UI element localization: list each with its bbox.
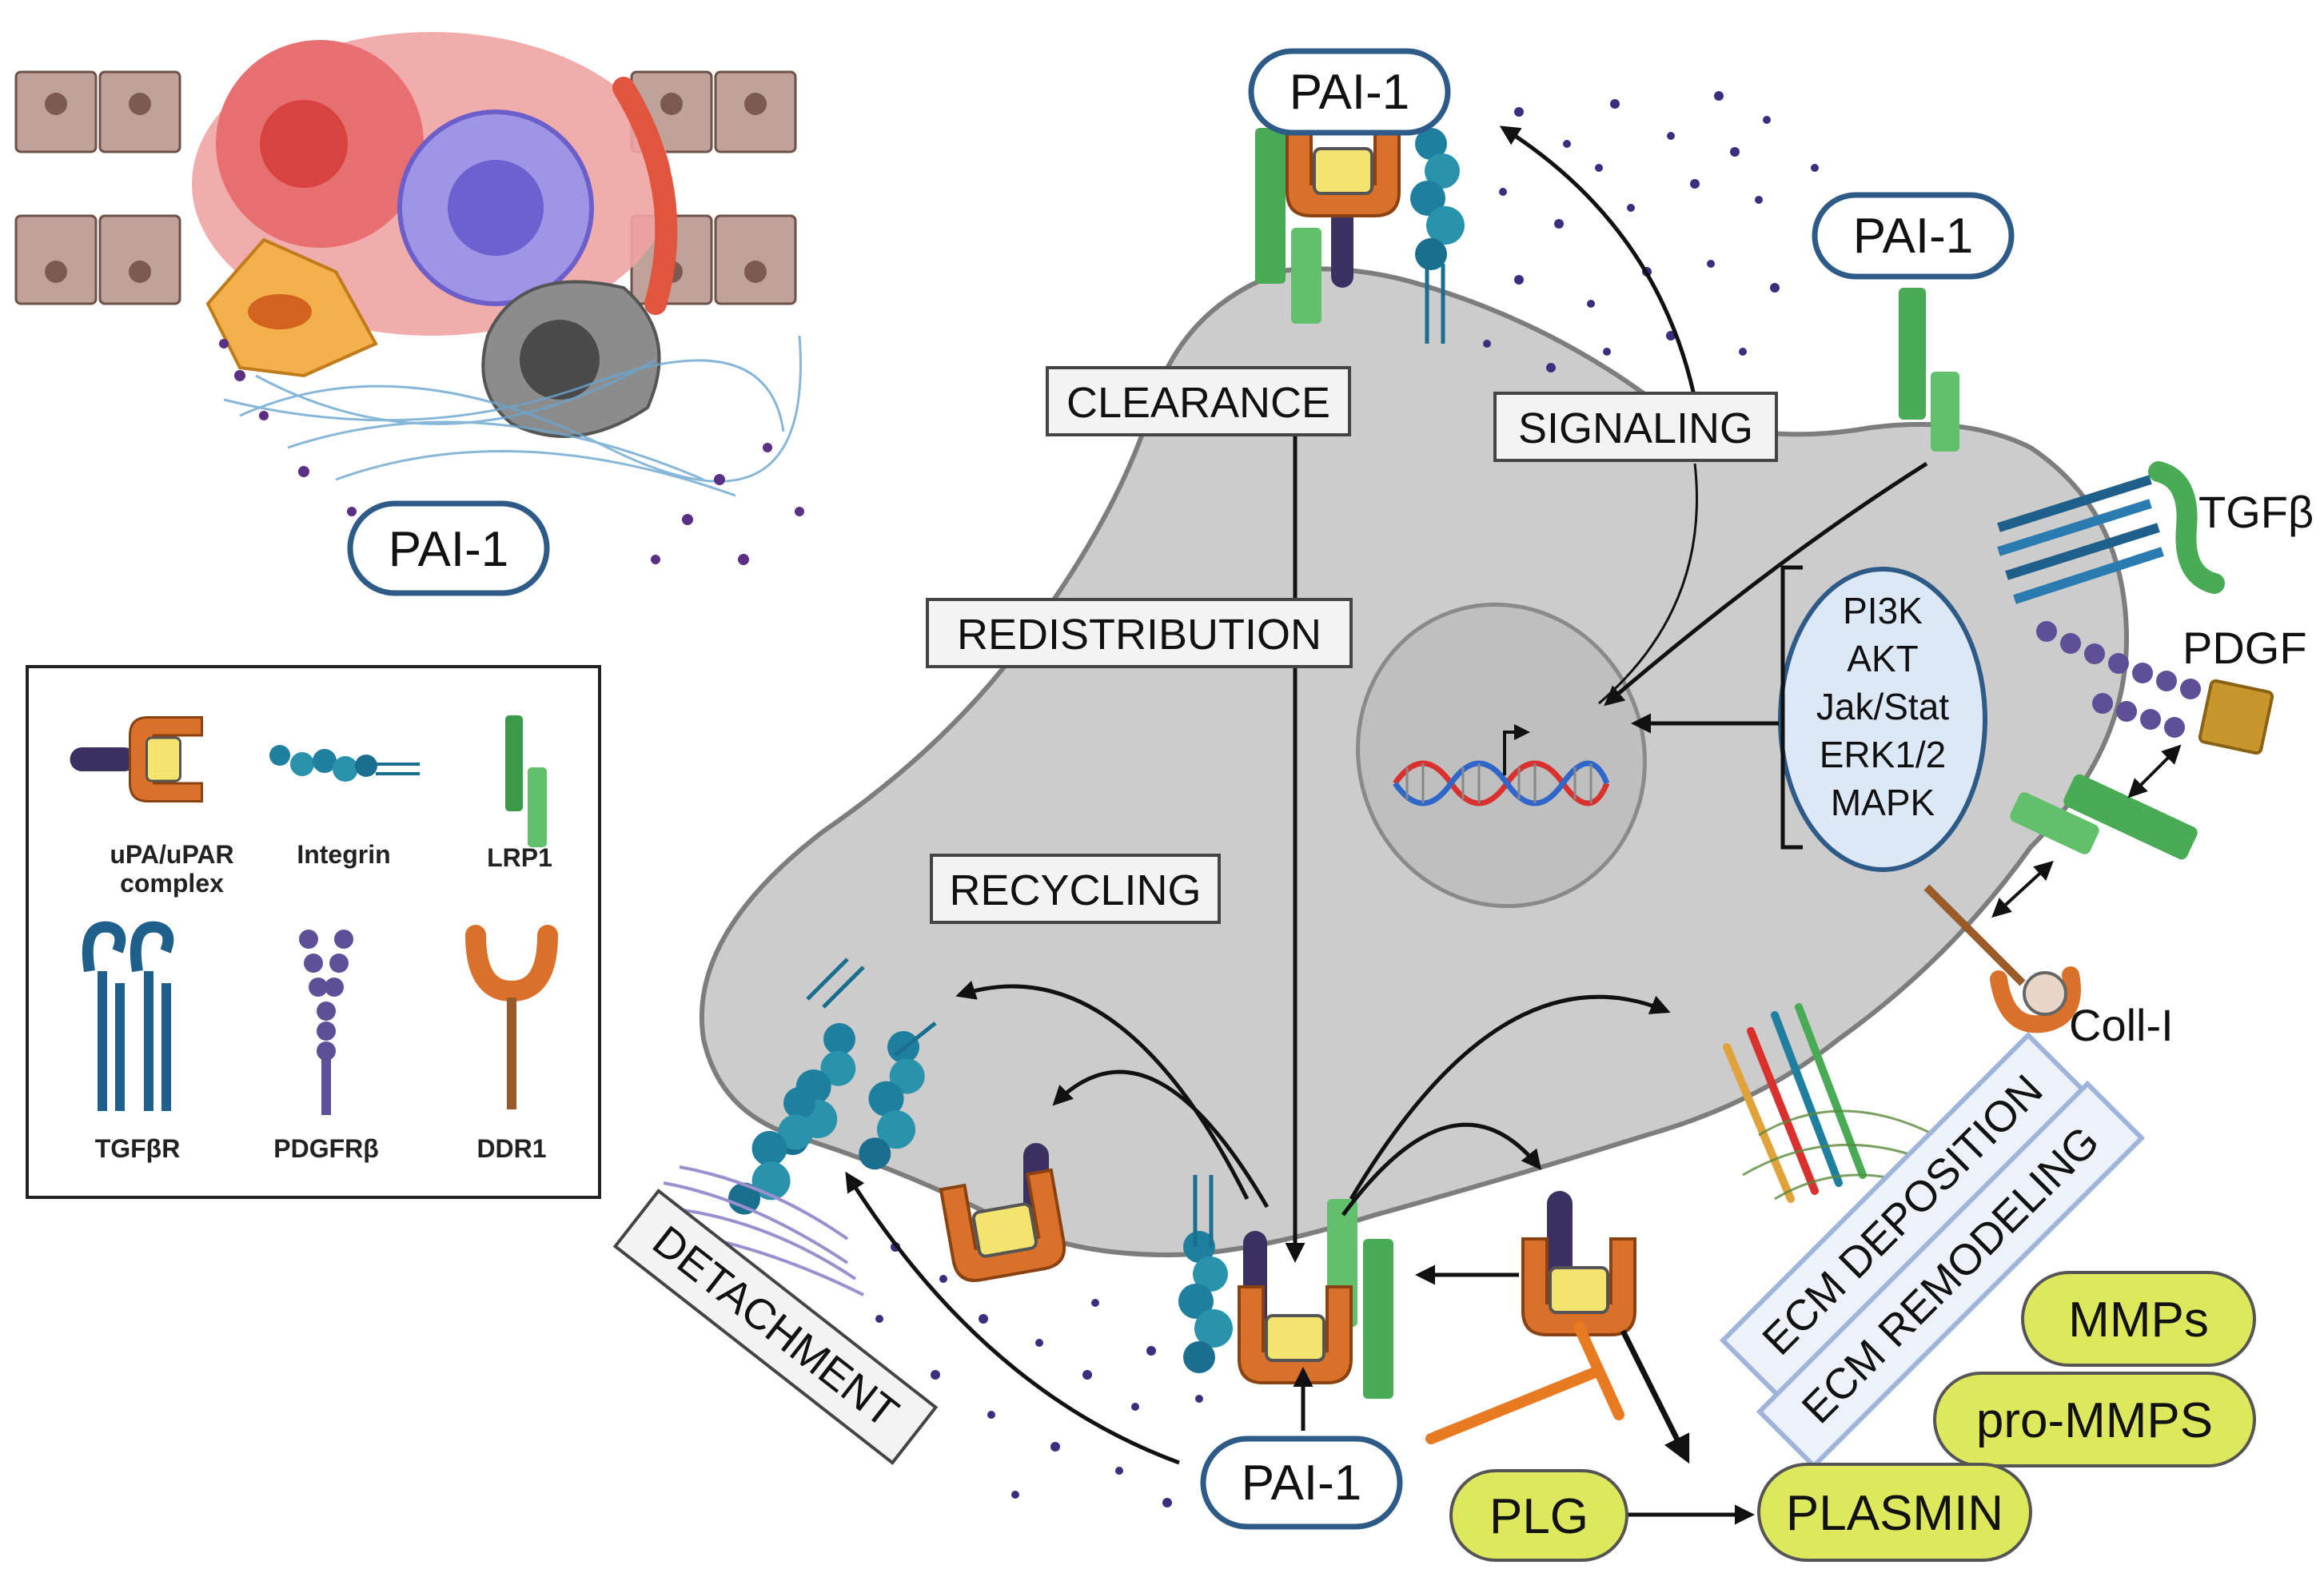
process-recycling: RECYCLING: [930, 854, 1221, 924]
pdgf-ligand: PDGF: [2182, 623, 2307, 755]
signaling-to-nucleus-line: [1598, 463, 1698, 705]
ddr1-receptor: Coll-I: [1923, 884, 2174, 1050]
tgfb-label: TGFβ: [2198, 487, 2314, 537]
pdgf-lrp1-double-arrow: [2127, 744, 2182, 798]
legend-lrp1-label: LRP1: [487, 843, 552, 872]
pill-plasmin: PLASMIN: [1757, 1463, 2032, 1562]
redistribution-label: REDISTRIBUTION: [957, 611, 1321, 659]
lrp1-to-nucleus-arrow: [1604, 461, 1928, 707]
pai1-right: PAI-1: [1812, 192, 2015, 280]
mmps-label: MMPs: [2068, 1292, 2209, 1348]
pathway-item: AKT: [1847, 638, 1918, 679]
legend: uPA/uPAR complex Integrin LRP1 TGF: [26, 665, 601, 1199]
pai1-tissue: PAI-1: [347, 500, 550, 596]
pai1-top: PAI-1: [1248, 48, 1451, 136]
plasmin-label: PLASMIN: [1786, 1486, 2003, 1541]
pai1-bottom-label: PAI-1: [1242, 1456, 1361, 1511]
recycling-label: RECYCLING: [949, 866, 1201, 914]
legend-integrin-label: Integrin: [297, 840, 390, 869]
tissue-illustration: [14, 32, 804, 565]
bottom-receptor-cluster: [1178, 1175, 1393, 1399]
pai1-bottom: PAI-1: [1200, 1436, 1403, 1530]
left-integrins: [718, 958, 940, 1229]
pai1-right-label: PAI-1: [1853, 209, 1973, 264]
legend-upa-label1: uPA/uPAR: [110, 840, 233, 869]
plg-label: PLG: [1489, 1489, 1589, 1544]
dna-icon: [1393, 724, 1610, 806]
arrows: [845, 125, 1928, 1525]
detachment-arrow: [845, 1171, 1180, 1465]
upa-complex-right: [1521, 1191, 1636, 1336]
process-clearance: CLEARANCE: [1046, 366, 1351, 436]
signaling-pathways: PI3K AKT Jak/Stat ERK1/2 MAPK: [1778, 565, 1987, 872]
legend-upa-label2: complex: [120, 869, 224, 898]
pai1-top-label: PAI-1: [1290, 65, 1409, 120]
top-receptor-cluster: [1255, 118, 1465, 344]
legend-ddr1-label: DDR1: [476, 1134, 546, 1163]
lrp1-right: [1899, 288, 1959, 452]
recycling-arrow-inner-right: [1341, 1122, 1542, 1217]
recycling-arrow-outer-right: [1349, 994, 1671, 1201]
pdgfr-receptor: [2036, 621, 2201, 738]
legend-ddr1-icon: [465, 925, 558, 1109]
lrp1-ddr1-double-arrow: [1991, 860, 2054, 918]
pai1-dots: [875, 91, 1819, 1523]
pathway-item: MAPK: [1831, 782, 1935, 823]
pai1-tissue-label: PAI-1: [389, 522, 508, 577]
pathway-item: PI3K: [1843, 590, 1923, 631]
legend-upa-icon: [70, 716, 203, 802]
clearance-label: CLEARANCE: [1066, 379, 1330, 427]
inhibition-symbol: [1425, 1321, 1624, 1444]
pill-pro-mmps: pro-MMPS: [1933, 1372, 2256, 1468]
pill-mmps: MMPs: [2021, 1271, 2256, 1367]
legend-tgfbr-label: TGFβR: [95, 1134, 181, 1163]
pathway-item: Jak/Stat: [1816, 686, 1949, 727]
legend-tgfbr-icon: [82, 921, 174, 1111]
pro-mmps-label: pro-MMPS: [1976, 1393, 2213, 1448]
pdgf-label: PDGF: [2182, 623, 2307, 673]
legend-integrin-icon: [269, 745, 420, 782]
process-redistribution: REDISTRIBUTION: [926, 598, 1353, 668]
nucleus: [1356, 602, 1647, 909]
tgfbr-receptor: [1997, 475, 2164, 604]
coll1-label: Coll-I: [2069, 1000, 2174, 1050]
process-signaling: SIGNALING: [1493, 392, 1778, 462]
recycling-arrow-inner-left: [1052, 1069, 1270, 1209]
ecm-fibers: [1723, 1003, 1951, 1203]
recycling-arrow-outer-left: [955, 980, 1250, 1201]
detachment-label: DETACHMENT: [644, 1217, 907, 1437]
lrp1-side: [2010, 774, 2198, 860]
tgfb-ligand: TGFβ: [2148, 461, 2314, 594]
signaling-label: SIGNALING: [1518, 404, 1753, 452]
legend-lrp1-icon: [505, 715, 547, 847]
pathway-item: ERK1/2: [1820, 734, 1947, 775]
legend-pdgfrb-icon: [299, 930, 353, 1115]
pill-plg: PLG: [1449, 1469, 1628, 1562]
legend-pdgfrb-label: PDGFRβ: [273, 1134, 379, 1163]
upa-complex-left: [939, 1143, 1070, 1286]
upa-to-plasmin-arrow: [1620, 1329, 1690, 1464]
